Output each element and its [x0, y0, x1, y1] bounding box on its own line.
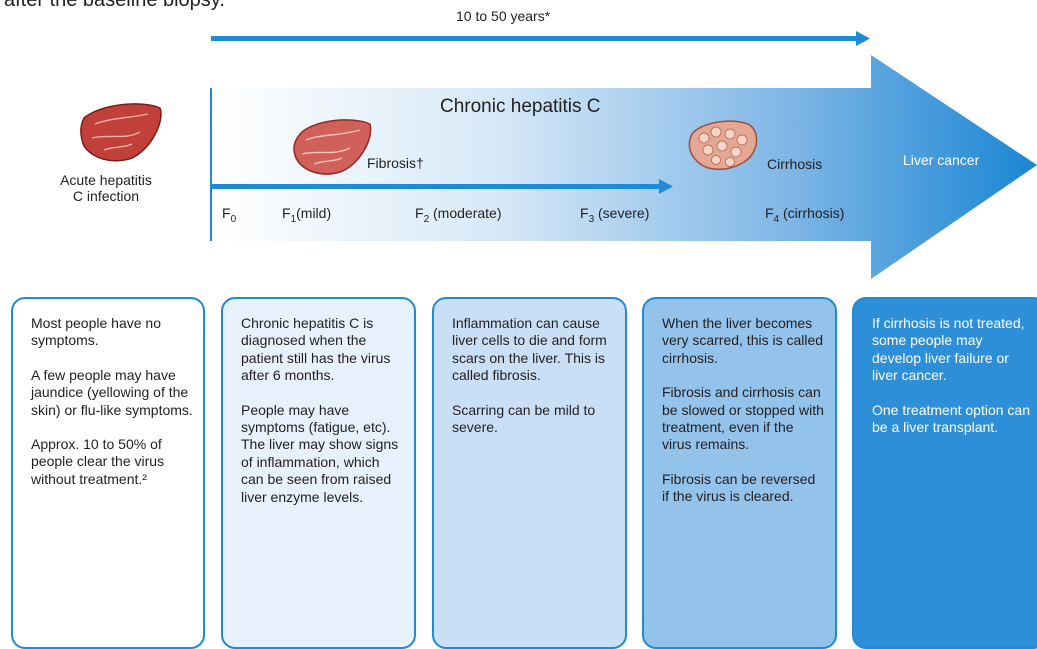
box-paragraph: Inflammation can cause liver cells to di… — [452, 315, 615, 385]
box-paragraph: If cirrhosis is not treated, some people… — [872, 315, 1035, 385]
timeline-arrow — [211, 31, 870, 46]
stage-f0: F0 — [222, 205, 236, 225]
box-paragraph: A few people may have jaundice (yellowin… — [31, 367, 193, 419]
cirrhosis-info-box: When the liver becomes very scarred, thi… — [642, 297, 837, 649]
liver-cancer-label: Liver cancer — [903, 152, 979, 168]
fibrosis-label: Fibrosis† — [367, 155, 424, 171]
acute-liver-icon — [81, 104, 161, 161]
stage-f3: F3 (severe) — [580, 205, 649, 225]
liver-cancer-info-box: If cirrhosis is not treated, some people… — [852, 297, 1037, 649]
timeline-duration-label: 10 to 50 years* — [456, 8, 550, 24]
box-paragraph: Fibrosis can be reversed if the virus is… — [662, 471, 825, 506]
stage-f4: F4 (cirrhosis) — [765, 205, 844, 225]
box-paragraph: Approx. 10 to 50% of people clear the vi… — [31, 436, 193, 488]
chronic-hepatitis-title: Chronic hepatitis C — [440, 96, 601, 118]
cirrhosis-label: Cirrhosis — [767, 156, 822, 172]
box-paragraph: People may have symptoms (fatigue, etc).… — [241, 402, 404, 506]
chronic-info-box: Chronic hepatitis C is diagnosed when th… — [221, 297, 416, 649]
fibrosis-info-box: Inflammation can cause liver cells to di… — [432, 297, 627, 649]
acute-info-box: Most people have no symptoms. A few peop… — [11, 297, 205, 649]
box-paragraph: Chronic hepatitis C is diagnosed when th… — [241, 315, 404, 385]
box-paragraph: One treatment option can be a liver tran… — [872, 402, 1035, 437]
stage-f2: F2 (moderate) — [415, 205, 501, 225]
box-paragraph: When the liver becomes very scarred, thi… — [662, 315, 825, 367]
acute-infection-label: Acute hepatitis C infection — [58, 172, 154, 204]
stage-f1: F1(mild) — [282, 205, 331, 225]
box-paragraph: Most people have no symptoms. — [31, 315, 193, 350]
box-paragraph: Fibrosis and cirrhosis can be slowed or … — [662, 384, 825, 454]
box-paragraph: Scarring can be mild to severe. — [452, 402, 615, 437]
